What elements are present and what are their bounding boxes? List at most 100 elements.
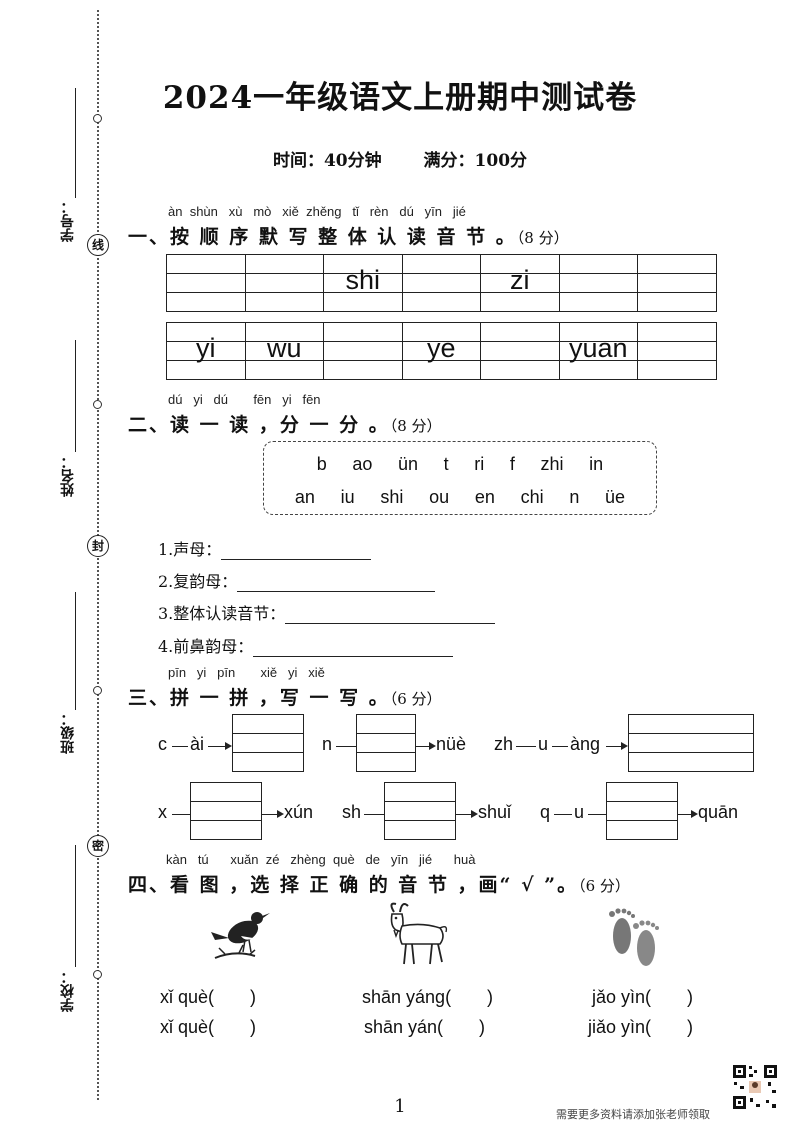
section-4-pinyin: kàn tú xuǎn zé zhèng què de yīn jié huà [166,852,476,867]
time-limit: 时间：40分钟 [272,151,382,171]
choice-footprint-1[interactable]: jǎo yìn( ) [592,987,694,1007]
write-box[interactable] [384,782,456,840]
arrow [606,742,628,750]
section-1-title: 一、按 顺 序 默 写 整 体 认 读 音 节 。（8 分） [128,226,569,248]
writing-cell[interactable]: shi [323,254,403,312]
class-blank [75,592,76,710]
spell-c: c [158,734,167,754]
arrow [262,810,284,818]
name-blank [75,340,76,452]
seal-line: 线 [87,234,109,256]
question-whole-syllables: 3.整体认读音节： [158,600,496,624]
spell-n: n [322,734,333,754]
binding-dot [93,970,102,979]
writing-cell[interactable]: wu [244,322,324,380]
binding-dot [93,114,102,123]
writing-cell-text: wu [266,333,302,363]
school-blank [75,845,76,967]
footprint-icon [609,908,659,966]
answer-blank[interactable] [221,543,372,560]
writing-cell[interactable] [558,254,638,312]
writing-cell-text: zi [510,265,530,295]
write-box[interactable] [606,782,678,840]
connector-line [554,814,572,815]
spell-q: q [540,802,551,822]
magpie-icon [211,912,270,959]
writing-cell[interactable]: yi [166,322,246,380]
page-title: 2024一年级语文上册期中测试卷 [162,80,638,116]
choice-magpie-2[interactable]: xǐ què( ) [160,1017,257,1037]
connector-line [364,814,384,815]
spell-sh: sh [342,802,362,822]
spell-ai: ài [190,734,205,754]
writing-cell[interactable] [637,322,717,380]
writing-cell-text: shi [345,265,380,295]
writing-cell-text: yuan [568,333,628,363]
writing-cell[interactable] [637,254,717,312]
full-score: 满分：100分 [423,151,528,171]
section-1-pinyin: àn shùn xù mò xiě zhěng tǐ rèn dú yīn ji… [168,204,466,219]
connector-line [172,746,188,747]
writing-cell-text: ye [426,333,456,363]
arrow [416,742,436,750]
writing-cell[interactable]: ye [401,322,481,380]
connector-line [516,746,536,747]
spell-zh: zh [494,734,514,754]
section-4-title: 四、看 图 ，选 择 正 确 的 音 节 ，画“ √ ”。（6 分） [128,874,630,896]
spell-u2: u [574,802,585,822]
writing-cell[interactable]: zi [480,254,560,312]
write-box[interactable] [232,714,304,772]
exam-info: 时间：40分钟 满分：100分 [0,146,800,171]
writing-cell[interactable] [323,322,403,380]
qr-code-icon [732,1064,778,1110]
spell-quan: quān [698,802,739,822]
choice-footprint-2[interactable]: jiǎo yìn( ) [588,1017,694,1037]
binding-dot [93,400,102,409]
choice-goat-2[interactable]: shān yán( ) [364,1017,486,1037]
spell-xun: xún [284,802,314,822]
connector-line [552,746,568,747]
section-2-title: 二、读 一 读 ，分 一 分 。（8 分） [128,414,442,436]
writing-cell[interactable] [244,254,324,312]
footer-note: 需要更多资料请添加张老师领取 [556,1108,710,1121]
write-box[interactable] [628,714,754,772]
answer-blank[interactable] [237,575,436,592]
seal-seal: 封 [87,535,109,557]
arrow [678,810,698,818]
connector-line [336,746,356,747]
connector-line [588,814,606,815]
student-id-label: 学号： [60,200,76,242]
write-box[interactable] [190,782,262,840]
write-box[interactable] [356,714,416,772]
answer-blank[interactable] [253,640,454,657]
section-2-pinyin: dú yi dú fēn yi fēn [168,392,321,407]
question-front-nasal: 4.前鼻韵母： [158,633,454,657]
spell-shui: shuǐ [478,802,512,822]
connector-line [172,814,190,815]
class-label: 班级： [60,712,76,754]
writing-cell[interactable] [480,322,560,380]
goat-icon [390,902,448,965]
spell-ang: àng [570,734,601,754]
choice-goat-1[interactable]: shān yáng( ) [362,987,494,1007]
writing-cell[interactable] [401,254,481,312]
choice-magpie-1[interactable]: xǐ què( ) [160,987,257,1007]
spell-x: x [158,802,167,822]
answer-blank[interactable] [285,607,496,624]
writing-cell[interactable] [166,254,246,312]
name-label: 姓名： [60,455,76,497]
question-initials: 1.声母： [158,536,372,560]
section-3-title: 三、拼 一 拼 ，写 一 写 。（6 分） [128,687,442,709]
binding-dot [93,686,102,695]
seal-secret: 密 [87,835,109,857]
section-3-pinyin: pīn yi pīn xiě yi xiě [168,665,325,680]
writing-cell-text: yi [196,333,216,363]
question-compound-finals: 2.复韵母： [158,568,436,592]
arrow [208,742,232,750]
arrow [456,810,478,818]
page-number: 1 [394,1096,406,1117]
writing-cell[interactable]: yuan [558,322,638,380]
